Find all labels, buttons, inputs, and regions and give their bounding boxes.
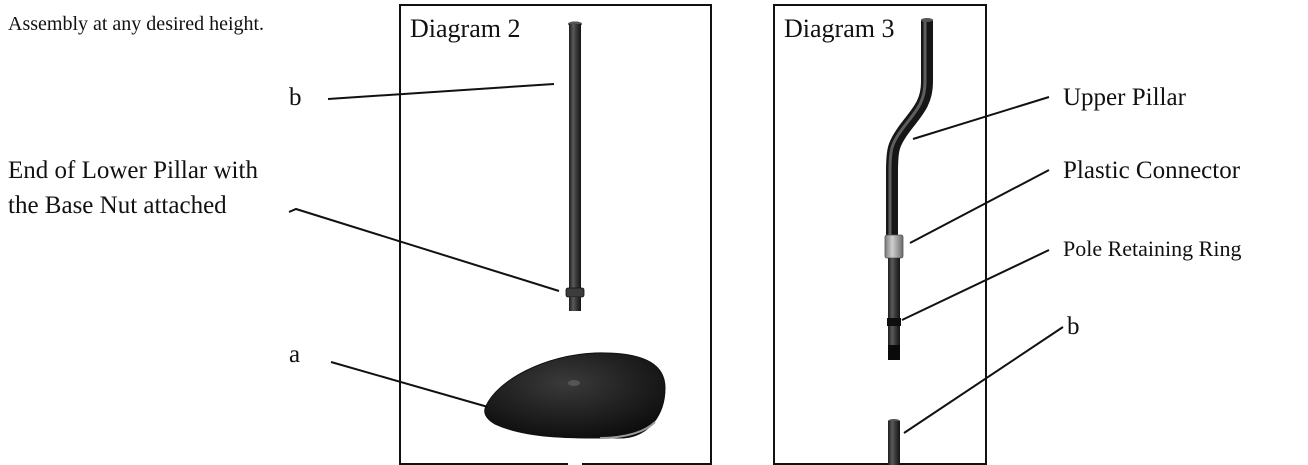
leader-line-b-diagram-3 — [903, 326, 1064, 434]
plastic-connector-label: Plastic Connector — [1063, 157, 1241, 184]
base-plate — [484, 352, 666, 439]
pole-retaining-ring — [887, 318, 901, 326]
upper-pillar-label: Upper Pillar — [1063, 84, 1186, 111]
leader-line-lower-pillar — [288, 207, 560, 292]
upper-pillar — [886, 18, 933, 235]
leader-line-b-diagram-2 — [327, 83, 555, 100]
diagram-2-title: Diagram 2 — [410, 14, 521, 43]
lower-pillar-label-line1: End of Lower Pillar with — [8, 157, 258, 184]
lower-pillar-visible — [565, 24, 585, 311]
leader-line-pole-retaining-ring — [901, 249, 1050, 321]
diagram-2-label-b: b — [289, 84, 302, 111]
pole-retaining-ring-label: Pole Retaining Ring — [1063, 236, 1242, 261]
lower-pillar-top-b — [888, 419, 900, 465]
leader-line-a — [330, 361, 489, 408]
diagram-2-label-a: a — [289, 341, 301, 368]
lower-pillar-label-line2: the Base Nut attached — [8, 192, 227, 219]
leader-line-upper-pillar — [912, 96, 1050, 140]
diagram-3-label-b: b — [1067, 313, 1080, 340]
leader-line-plastic-connector — [909, 169, 1050, 244]
base-nut — [565, 287, 585, 298]
diagram-3-panel: Diagram 3 — [773, 4, 987, 465]
diagram-3-title: Diagram 3 — [784, 14, 895, 43]
upper-pillar-lower-section — [888, 258, 900, 318]
upper-pillar-end — [888, 326, 900, 360]
intro-text: Assembly at any desired height. — [8, 13, 265, 35]
plastic-connector — [884, 234, 904, 259]
